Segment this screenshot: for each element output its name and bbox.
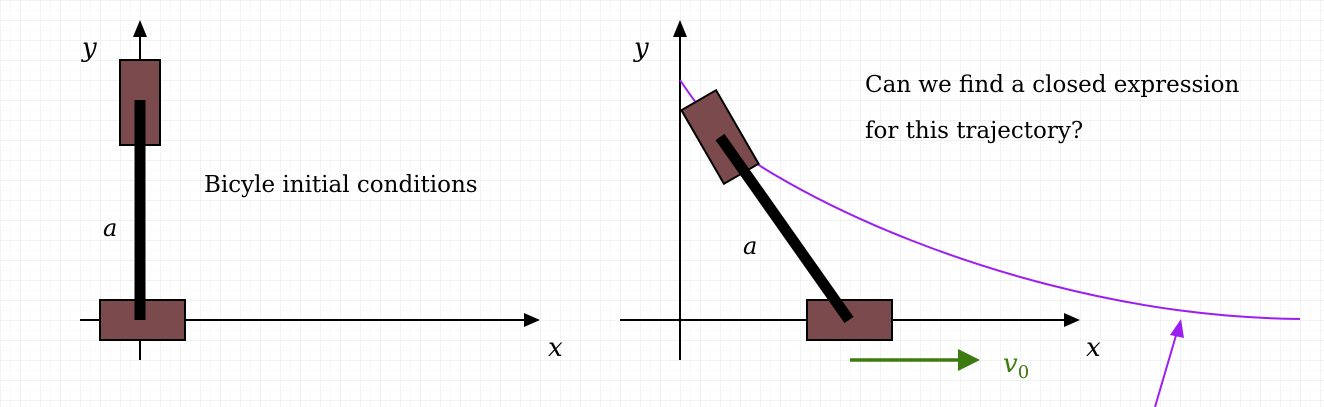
trajectory-pointer-arrowhead [1170,319,1184,338]
left-x-axis-label: x [548,333,563,363]
left-x-axis-arrowhead [524,313,540,327]
right-bicycle-frame [715,133,854,324]
velocity-label: v0 [1003,349,1029,383]
right-rear-wheel [806,299,893,341]
right-panel: x y a v0 Can we find a closed expression… [620,20,1301,407]
left-y-axis-label: y [81,33,97,63]
left-panel: x y a Bicyle initial conditions [80,20,563,363]
right-rod-length-label: a [743,232,757,260]
velocity-arrowhead [958,349,980,371]
question-line-2: for this trajectory? [865,118,1083,144]
velocity-subscript: 0 [1018,362,1029,383]
left-rod-length-label: a [103,214,117,242]
right-x-axis-arrowhead [1064,313,1080,327]
right-x-axis-label: x [1086,333,1101,363]
right-y-axis-arrowhead [673,20,687,37]
trajectory-pointer-arrow [1154,331,1178,407]
velocity-symbol: v [1003,349,1018,379]
left-y-axis-arrowhead [133,20,147,37]
question-line-1: Can we find a closed expression [865,72,1240,98]
left-caption: Bicyle initial conditions [204,172,478,198]
right-y-axis-label: y [633,33,649,63]
